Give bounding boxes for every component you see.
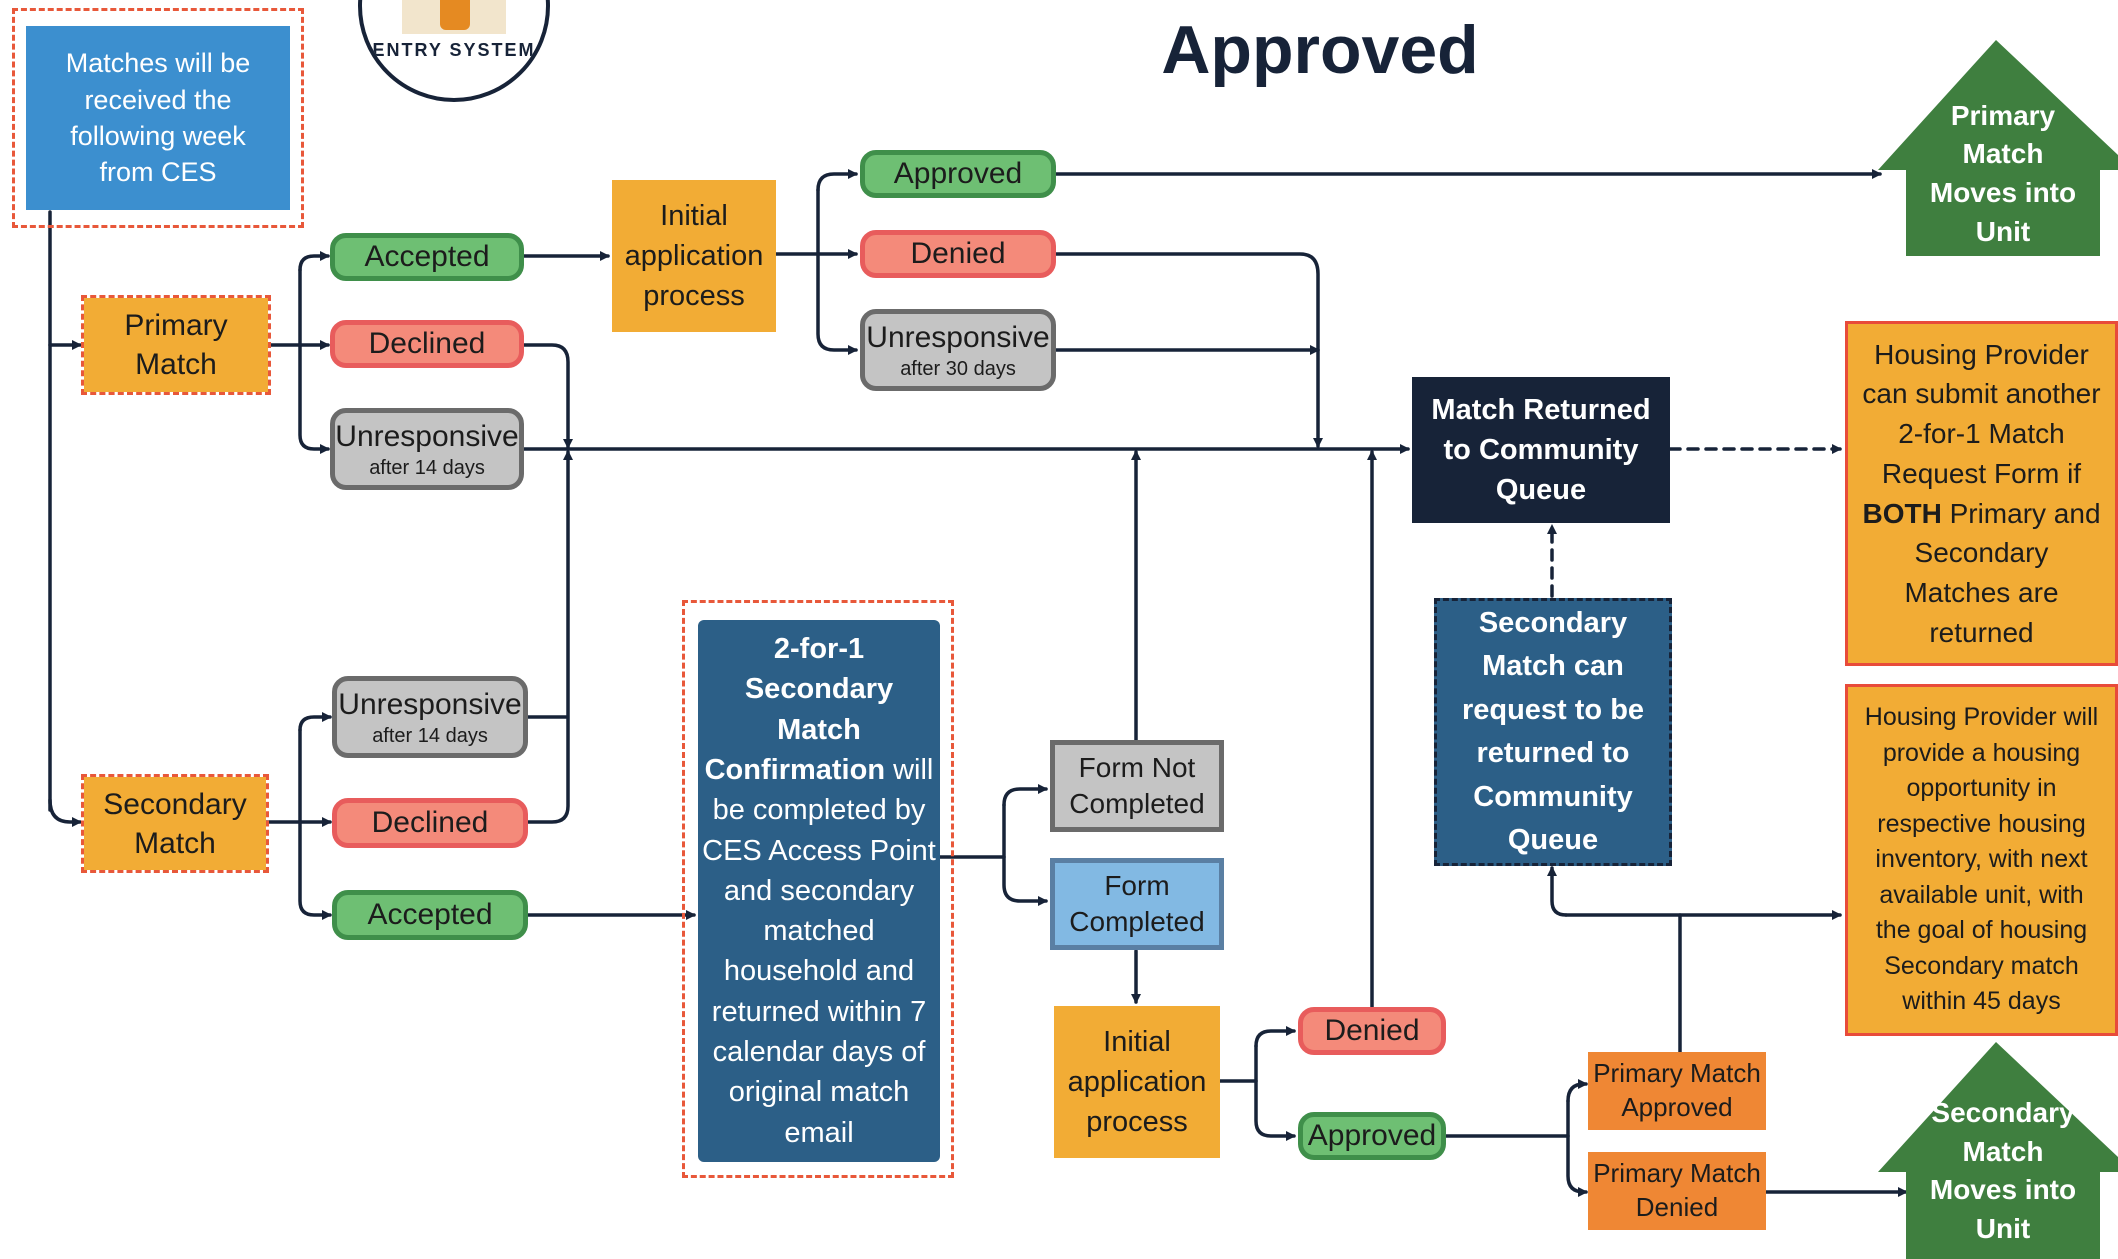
provider-submit-text-b: Primary and Secondary Matches are return… [1904,497,2101,648]
house-primary-shape [1878,40,2118,256]
weekly-box-frame [12,8,304,228]
secondary-match-node: Secondary Match [81,774,269,873]
secondary-unresponsive-label: Unresponsive [338,687,522,721]
approved-node-1: Approved [860,150,1056,198]
house-secondary-label: Secondary Match Moves into Unit [1929,1097,2077,1244]
keyhole-icon [440,0,470,30]
denied-node-1: Denied [860,230,1056,278]
house-primary-label: Primary Match Moves into Unit [1929,99,2077,247]
provider-provide-node: Housing Provider will provide a housing … [1845,684,2118,1036]
primary-match-denied-node: Primary Match Denied [1588,1152,1766,1230]
primary-match-approved-node: Primary Match Approved [1588,1052,1766,1130]
secondary-unresponsive-node: Unresponsive after 14 days [332,676,528,758]
secondary-accepted-node: Accepted [332,890,528,940]
approved-node-2: Approved [1298,1112,1446,1160]
weekly-box: Matches will be received the following w… [26,26,290,210]
unresponsive-30-sub: after 30 days [900,357,1016,380]
primary-unresponsive-sub: after 14 days [369,456,485,479]
provider-submit-text-a: Housing Provider can submit another 2-fo… [1862,338,2101,489]
house-secondary-shape [1878,1042,2118,1259]
primary-unresponsive-label: Unresponsive [335,419,519,453]
initial-application-node-1: Initial application process [612,180,776,332]
provider-submit-node: Housing Provider can submit another 2-fo… [1845,321,2118,666]
primary-match-node: Primary Match [81,295,271,395]
confirmation-text: will be completed by CES Access Point an… [702,753,936,1149]
secondary-unresponsive-sub: after 14 days [372,724,488,747]
confirmation-frame [682,600,954,1178]
denied-node-2: Denied [1298,1007,1446,1055]
logo: ENTRY SYSTEM [358,0,550,102]
returned-queue-node: Match Returned to Community Queue [1412,377,1670,523]
form-completed-node: Form Completed [1050,858,1224,950]
edge-to-secondary [48,798,82,827]
primary-unresponsive-node: Unresponsive after 14 days [330,408,524,490]
secondary-request-node: Secondary Match can request to be return… [1434,598,1672,866]
page-title: Approved [1161,12,1479,88]
initial-application-node-2: Initial application process [1054,1006,1220,1158]
logo-text: ENTRY SYSTEM [372,40,536,60]
unresponsive-30-node: Unresponsive after 30 days [860,309,1056,391]
primary-accepted-node: Accepted [330,233,524,281]
confirmation-node: 2-for-1 Secondary Match Confirmation wil… [698,620,940,1162]
primary-declined-node: Declined [330,320,524,368]
provider-submit-bold: BOTH [1862,497,1942,529]
form-not-completed-node: Form Not Completed [1050,740,1224,832]
unresponsive-30-label: Unresponsive [866,320,1050,354]
secondary-declined-node: Declined [332,798,528,848]
confirmation-bold: 2-for-1 Secondary Match Confirmation [704,633,894,786]
